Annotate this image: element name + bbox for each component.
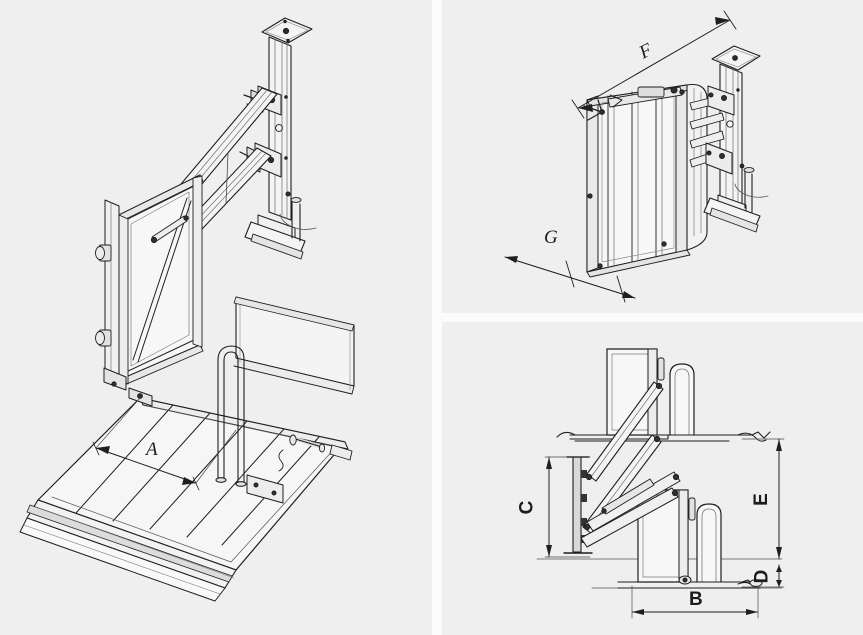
dimension-line-B [631, 585, 759, 619]
dimension-line-A [92, 441, 200, 491]
dimension-label-B: B [689, 589, 703, 610]
dimension-label-D: D [751, 569, 773, 584]
dimension-label-A: A [146, 439, 158, 460]
witness-lines-A [95, 397, 237, 484]
side-lift-arms [580, 381, 681, 548]
dimension-label-G: G [544, 227, 558, 248]
folded-mast-base [703, 163, 769, 233]
ramp-flap [19, 499, 237, 602]
gate-hinge-posts [95, 199, 127, 391]
platform-raised-position [556, 348, 771, 442]
main-isometric-drawing [19, 17, 355, 602]
dimension-label-E: E [750, 493, 772, 506]
side-elevation-drawing [536, 348, 785, 619]
folded-vertical-mast [711, 45, 761, 209]
rear-barrier-plate [233, 296, 355, 395]
panel-side-elevation: C E D B [442, 322, 863, 635]
dimension-label-C: C [516, 500, 538, 515]
mast-base-foot [244, 191, 317, 260]
deck-hardware [128, 387, 353, 504]
vertical-mast-column [261, 17, 313, 221]
gate-door-frame [118, 174, 204, 387]
folded-pivot-carriages [705, 85, 735, 175]
dimension-line-F [571, 10, 737, 119]
panel-main-isometric: A [0, 0, 432, 635]
dimension-line-C [544, 456, 591, 558]
folded-isometric-drawing [504, 10, 769, 303]
dimension-line-E [741, 438, 785, 560]
gate-gas-strut [150, 215, 189, 244]
dimension-line-D [741, 564, 785, 588]
dimension-line-G [504, 256, 636, 303]
handrail-hoop [215, 345, 247, 487]
panel-folded-isometric: F G [442, 0, 863, 313]
folded-top-hardware [583, 86, 685, 269]
folded-ramp-panel [686, 83, 708, 251]
